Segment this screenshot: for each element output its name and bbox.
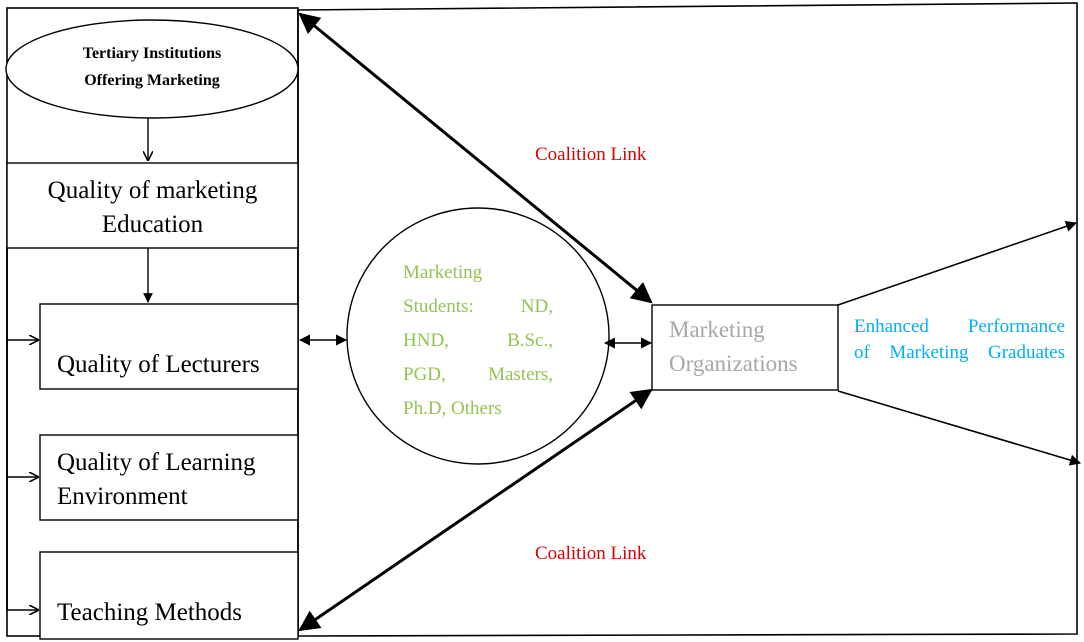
organizations-label: Marketing Organizations <box>669 313 798 381</box>
outcome-upper-arrow <box>837 220 1078 306</box>
outcome-lower-arrow <box>837 390 1082 466</box>
quality-education-box <box>6 162 299 249</box>
quality-education-label: Quality of marketing Education <box>7 174 298 242</box>
coalition-link-top-label: Coalition Link <box>535 144 647 165</box>
students-label: Marketing Students: ND, HND, B.Sc., PGD, Ma… <box>403 256 553 426</box>
students-line-2: Students: ND, <box>403 290 553 324</box>
quality-education-line-2: Education <box>101 211 204 238</box>
students-line-2b: ND, <box>520 296 553 317</box>
quality-education-line-1: Quality of marketing <box>47 177 258 204</box>
students-line-2a: Students: <box>403 296 474 317</box>
oval-label: Tertiary Institutions Offering Marketing <box>10 37 294 91</box>
coalition-link-bottom-arrow <box>298 388 653 632</box>
students-line-1: Marketing <box>403 262 483 283</box>
oval-line-1: Tertiary Institutions <box>82 45 222 62</box>
coalition-link-top-arrow <box>298 12 653 304</box>
tertiary-institutions-oval <box>5 19 299 119</box>
organizations-line-1: Marketing <box>669 317 765 342</box>
students-line-3a: HND, <box>403 330 449 351</box>
students-line-3: HND, B.Sc., <box>403 324 553 358</box>
learning-environment-line-1: Quality of Learning <box>57 449 256 476</box>
lecturers-box <box>39 303 299 390</box>
learning-environment-label: Quality of Learning Environment <box>57 446 256 514</box>
learning-environment-line-2: Environment <box>57 483 188 510</box>
coalition-link-bottom-label: Coalition Link <box>535 543 647 564</box>
lecturers-label: Quality of Lecturers <box>57 351 260 378</box>
organizations-box <box>651 304 839 391</box>
oval-line-2: Offering Marketing <box>84 72 220 89</box>
learning-environment-box <box>39 434 299 521</box>
organizations-line-2: Organizations <box>669 351 798 376</box>
outcome-line-2: of Marketing Graduates <box>854 342 1065 363</box>
outcome-line-1: Enhanced Performance <box>854 316 1065 337</box>
students-line-4: PGD, Masters, <box>403 358 553 392</box>
students-line-3b: B.Sc., <box>507 330 553 351</box>
students-line-5: Ph.D, Others <box>403 398 502 419</box>
teaching-methods-box <box>39 551 299 640</box>
students-line-4a: PGD, <box>403 364 446 385</box>
outcome-label: Enhanced Performance of Marketing Gradua… <box>854 314 1065 366</box>
teaching-methods-label: Teaching Methods <box>57 599 243 626</box>
students-line-4b: Masters, <box>488 364 553 385</box>
